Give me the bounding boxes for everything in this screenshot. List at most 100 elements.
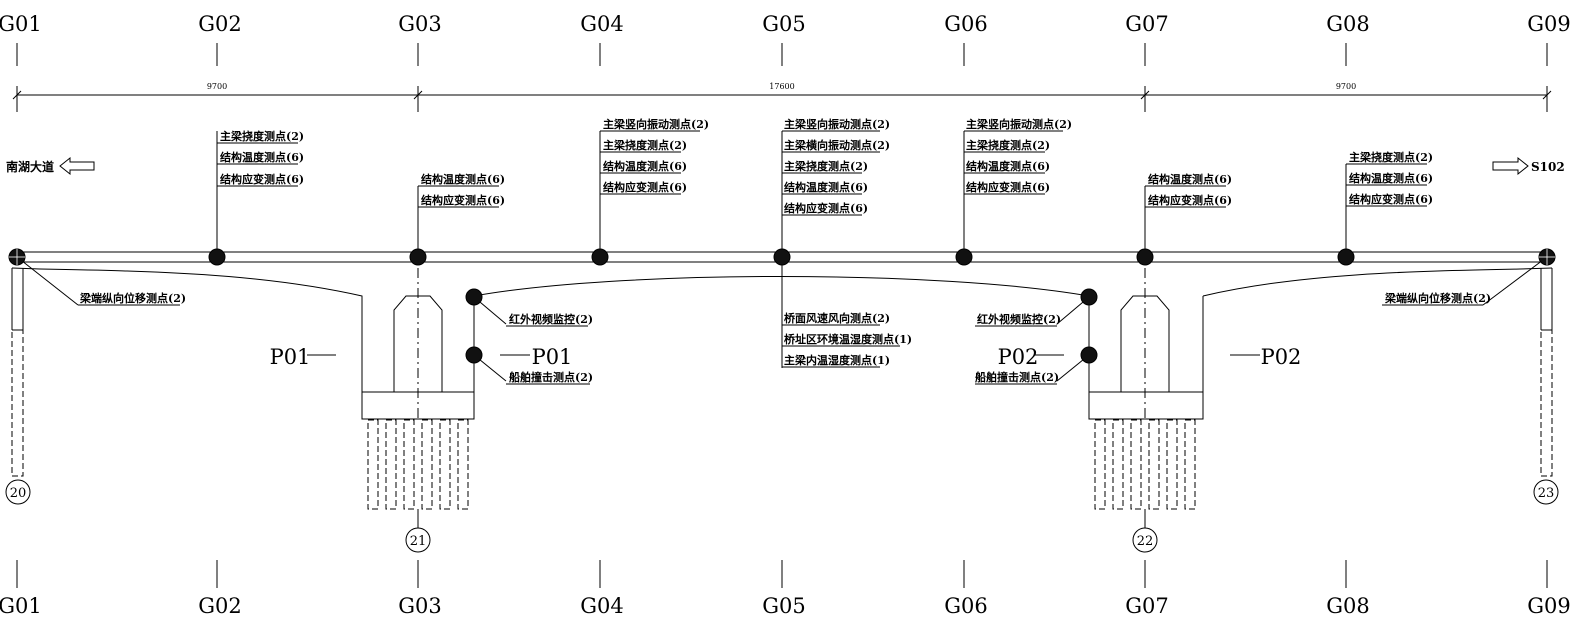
pier-p01	[361, 268, 475, 420]
sensor-label: 主梁内温湿度测点(1)	[784, 353, 890, 367]
pile-markers: 20 21 22 23	[5, 479, 1559, 553]
sensor-label: 桥面风速风向测点(2)	[784, 311, 890, 325]
sensor-label: 结构温度测点(6)	[1348, 171, 1433, 185]
section-label-top: G04	[580, 12, 624, 36]
sensor-label: 结构温度测点(6)	[965, 159, 1050, 173]
pile-mark-circle	[1132, 527, 1158, 553]
pile-mark-label: 21	[410, 534, 427, 549]
pile-mark-circle	[1533, 479, 1559, 505]
sensor-point	[1136, 248, 1154, 266]
sensor-label: 主梁横向振动测点(2)	[784, 138, 890, 152]
section-label-top: G09	[1527, 12, 1571, 36]
sensor-label: 结构应变测点(6)	[1147, 193, 1232, 207]
beam-end-displacement-label: 梁端纵向位移测点(2)	[79, 291, 186, 305]
section-label-bottom: G07	[1125, 594, 1169, 618]
sensor-point	[208, 248, 226, 266]
bottom-section-labels: G01 G02 G03 G04 G05 G06 G07 G08 G09	[0, 594, 1571, 618]
section-label-top: G01	[0, 12, 42, 36]
sensor-label: 结构应变测点(6)	[783, 201, 868, 215]
sensor-point	[1080, 346, 1098, 364]
sensor-labels-g02: 主梁挠度测点(2) 结构温度测点(6) 结构应变测点(6)	[219, 129, 304, 186]
sensor-label: 主梁竖向振动测点(2)	[966, 117, 1072, 131]
sensor-label: 结构应变测点(6)	[219, 172, 304, 186]
pier-label: P02	[998, 345, 1039, 369]
sensor-point	[465, 346, 483, 364]
sensor-label: 结构温度测点(6)	[1147, 172, 1232, 186]
pile-group-p01	[367, 419, 469, 510]
section-label-top: G06	[944, 12, 988, 36]
pier-label: P01	[532, 345, 573, 369]
sensor-label: 结构温度测点(6)	[602, 159, 687, 173]
section-label-bottom: G04	[580, 594, 624, 618]
section-label-bottom: G05	[762, 594, 806, 618]
sensor-label: 结构温度测点(6)	[219, 150, 304, 164]
pier-label: P01	[270, 345, 311, 369]
sensor-label: 结构应变测点(6)	[420, 193, 505, 207]
sensor-labels-g03: 结构温度测点(6) 结构应变测点(6)	[420, 172, 505, 207]
sensor-label: 主梁挠度测点(2)	[1349, 150, 1433, 164]
sensor-point	[1080, 288, 1098, 306]
pier-p02	[1088, 268, 1204, 420]
sensor-labels-g07: 结构温度测点(6) 结构应变测点(6)	[1147, 172, 1232, 207]
sensor-labels-g05-below: 桥面风速风向测点(2) 桥址区环境温湿度测点(1) 主梁内温湿度测点(1)	[784, 311, 912, 367]
sensor-point-cross	[9, 249, 1555, 265]
pile-mark-label: 22	[1137, 534, 1154, 549]
sensor-labels-g05: 主梁竖向振动测点(2) 主梁横向振动测点(2) 主梁挠度测点(2) 结构温度测点…	[783, 117, 890, 215]
section-label-top: G05	[762, 12, 806, 36]
section-label-bottom: G03	[398, 594, 442, 618]
sensor-label: 主梁竖向振动测点(2)	[603, 117, 709, 131]
sensor-label: 主梁挠度测点(2)	[603, 138, 687, 152]
abutment-left	[11, 268, 24, 477]
pile-mark-label: 20	[10, 486, 27, 501]
label-underlines	[78, 130, 1483, 385]
section-label-bottom: G06	[944, 594, 988, 618]
bottom-section-ticks	[16, 560, 1548, 588]
sensor-label: 结构应变测点(6)	[602, 180, 687, 194]
sensor-labels-g04: 主梁竖向振动测点(2) 主梁挠度测点(2) 结构温度测点(6) 结构应变测点(6…	[602, 117, 709, 194]
arrow-right-icon	[1492, 156, 1529, 176]
section-label-top: G02	[198, 12, 242, 36]
sensor-labels-g06: 主梁竖向振动测点(2) 主梁挠度测点(2) 结构温度测点(6) 结构应变测点(6…	[965, 117, 1072, 194]
direction-left-label: 南湖大道	[6, 159, 54, 174]
section-label-bottom: G09	[1527, 594, 1571, 618]
sensor-point	[591, 248, 609, 266]
section-label-bottom: G02	[198, 594, 242, 618]
section-label-top: G07	[1125, 12, 1169, 36]
abutment-right	[1540, 268, 1553, 477]
sensor-point	[409, 248, 427, 266]
sensor-point	[1337, 248, 1355, 266]
sensor-label: 结构温度测点(6)	[783, 180, 868, 194]
section-label-top: G03	[398, 12, 442, 36]
sensor-label: 主梁挠度测点(2)	[966, 138, 1050, 152]
arrow-left-icon	[59, 156, 95, 176]
top-section-labels: G01 G02 G03 G04 G05 G06 G07 G08 G09	[0, 12, 1571, 36]
sensor-label: 结构应变测点(6)	[965, 180, 1050, 194]
sensor-point	[465, 288, 483, 306]
pile-mark-circle	[405, 527, 431, 553]
pile-group-p02	[1094, 419, 1196, 510]
sensor-labels-g08: 主梁挠度测点(2) 结构温度测点(6) 结构应变测点(6)	[1348, 150, 1433, 206]
ship-impact-label: 船舶撞击测点(2)	[975, 370, 1059, 384]
sensor-label: 结构温度测点(6)	[420, 172, 505, 186]
infrared-camera-label: 红外视频监控(2)	[977, 312, 1061, 326]
pile-mark-circle	[5, 479, 31, 505]
span-length: 17600	[769, 82, 794, 91]
pier-label: P02	[1261, 345, 1302, 369]
ship-impact-label: 船舶撞击测点(2)	[509, 370, 593, 384]
sensor-label: 结构应变测点(6)	[1348, 192, 1433, 206]
direction-right-label: S102	[1531, 160, 1565, 174]
section-label-bottom: G01	[0, 594, 42, 618]
pile-mark-label: 23	[1538, 486, 1555, 501]
sensor-point	[955, 248, 973, 266]
sensor-label: 主梁挠度测点(2)	[220, 129, 304, 143]
span-length: 9700	[1336, 82, 1356, 91]
dimension-line	[12, 86, 1552, 112]
section-label-top: G08	[1326, 12, 1370, 36]
section-label-bottom: G08	[1326, 594, 1370, 618]
sensor-label: 桥址区环境温湿度测点(1)	[784, 332, 912, 346]
beam-end-displacement-label: 梁端纵向位移测点(2)	[1384, 291, 1491, 305]
span-length: 9700	[207, 82, 227, 91]
sensor-label: 主梁挠度测点(2)	[784, 159, 868, 173]
sensor-label: 主梁竖向振动测点(2)	[784, 117, 890, 131]
